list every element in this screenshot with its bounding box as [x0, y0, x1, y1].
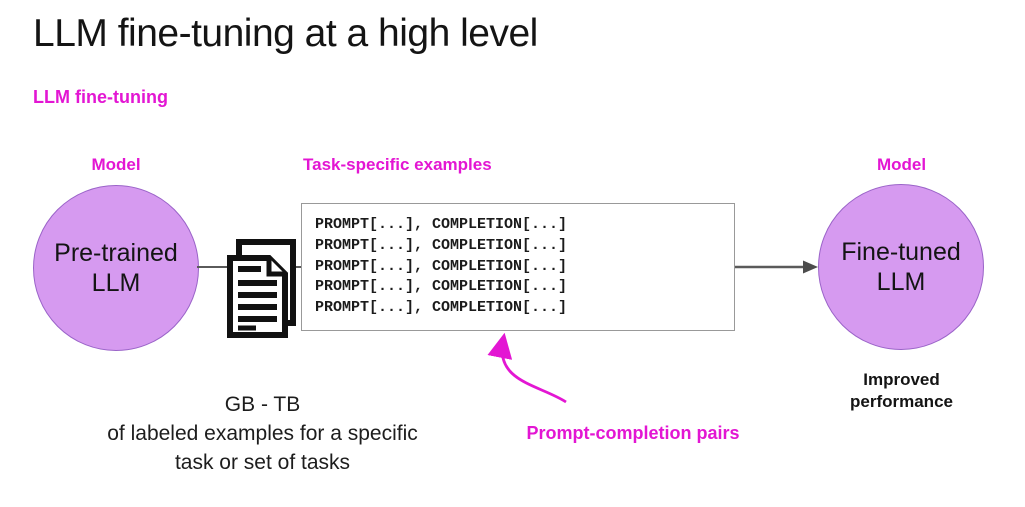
finetuned-llm-circle: Fine-tuned LLM: [818, 184, 984, 350]
documents-icon: [227, 239, 296, 338]
improved-performance-caption: Improved performance: [850, 370, 953, 411]
prompt-completion-line: PROMPT[...], COMPLETION[...]: [315, 278, 568, 296]
data-size-note: GB - TB of labeled examples for a specif…: [107, 393, 418, 474]
prompt-completion-line: PROMPT[...], COMPLETION[...]: [315, 257, 568, 275]
examples-box: PROMPT[...], COMPLETION[...] PROMPT[...]…: [301, 203, 735, 331]
task-specific-examples-label: Task-specific examples: [303, 155, 492, 174]
pretrained-llm-name: Pre-trained LLM: [54, 238, 178, 298]
model-label-left: Model: [91, 155, 141, 174]
prompt-completion-line: PROMPT[...], COMPLETION[...]: [315, 299, 568, 317]
page-subtitle: LLM fine-tuning: [33, 87, 168, 107]
curved-annotation-arrow-icon: [487, 332, 567, 404]
model-label-right: Model: [876, 155, 927, 174]
prompt-completion-line: PROMPT[...], COMPLETION[...]: [315, 216, 568, 233]
prompt-completion-line: PROMPT[...], COMPLETION[...]: [315, 236, 568, 254]
finetuned-llm-name: Fine-tuned LLM: [841, 237, 961, 297]
page-title: LLM fine-tuning at a high level: [33, 12, 538, 55]
pretrained-llm-circle: Pre-trained LLM: [33, 185, 199, 351]
arrow-right-icon: [735, 260, 818, 274]
prompt-completion-pairs-label: Prompt-completion pairs: [526, 423, 740, 443]
